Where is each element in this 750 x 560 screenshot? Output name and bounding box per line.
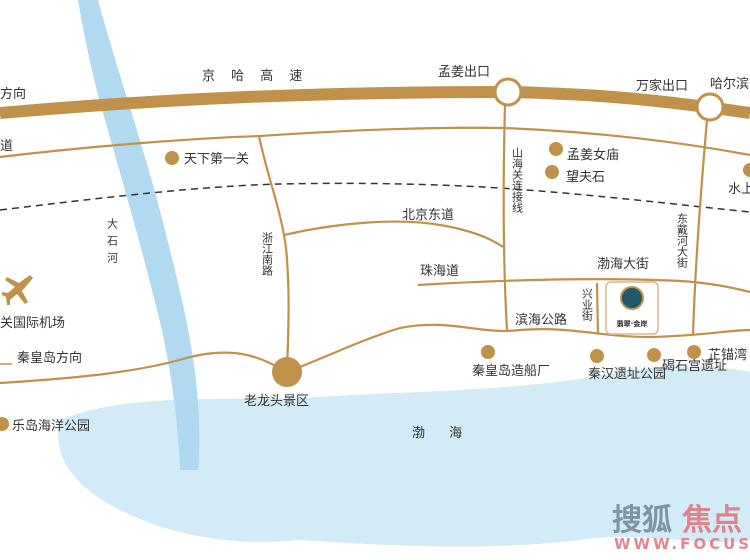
poi-dot-qinhan — [590, 349, 604, 363]
label-wangfushi: 望夫石 — [566, 169, 605, 185]
airplane-icon — [2, 275, 33, 305]
road-zhejiang-south — [257, 135, 290, 373]
road-dongdaihe — [691, 119, 709, 336]
label-shuishang: 水上 — [728, 182, 750, 197]
label-left-road: 道 — [0, 139, 13, 154]
label-beijing-east: 北京东道 — [402, 208, 454, 223]
road-zhuhai — [417, 278, 750, 294]
label-zhuhai: 珠海道 — [420, 264, 459, 279]
label-zhimao: 芷锚湾 — [708, 347, 747, 363]
dashi-river — [78, 0, 200, 470]
label-zhejiang-south: 浙江南路 — [261, 232, 274, 277]
label-mengjiangnv: 孟姜女庙 — [567, 147, 619, 163]
label-qinhan: 秦汉遗址公园 — [588, 367, 666, 382]
label-shanhaiguan-link: 山海关连接线 — [511, 147, 524, 213]
poi-dot-ledao — [0, 417, 9, 431]
label-sea: 渤 海 — [412, 425, 472, 441]
road-beijing-east — [283, 220, 504, 248]
label-bohai-ave: 渤海大街 — [597, 256, 649, 272]
roads — [0, 104, 750, 385]
label-binhai: 滨海公路 — [515, 312, 567, 328]
project-logo[interactable]: 翡翠·金岸 — [605, 281, 659, 335]
expressway-jingha — [0, 85, 750, 119]
label-jieshi: 碣石宫遗址 — [662, 359, 727, 374]
watermark-sohu: 搜狐 — [612, 503, 672, 538]
label-shipyard: 秦皇岛造船厂 — [472, 363, 550, 379]
poi-dot-mengjiangnv — [549, 142, 563, 156]
label-laolongtou: 老龙头景区 — [244, 394, 309, 409]
poi-dot-shuishang — [743, 163, 750, 177]
label-qhd-direction: 秦皇岛方向 — [17, 350, 82, 366]
label-expressway: 京 哈 高 速 — [202, 68, 308, 84]
poi-dot-zhimao — [687, 345, 701, 359]
label-exit-wanjia: 万家出口 — [636, 78, 688, 94]
svg-text:翡翠·金岸: 翡翠·金岸 — [617, 319, 648, 328]
label-exit-harbin: 哈尔滨 — [710, 76, 749, 92]
road-shanhaiguan-link — [502, 104, 509, 331]
label-ledao: 乐岛海洋公园 — [12, 418, 90, 434]
label-river: 大石河 — [106, 217, 119, 269]
watermark-url: WWW.FOCUS.C — [614, 535, 750, 553]
poi-dot-laolongtou — [272, 357, 302, 387]
road-xingye — [595, 282, 600, 335]
label-xingye: 兴业街 — [581, 288, 594, 322]
label-expressway-direction: 方向 — [0, 86, 26, 102]
label-exit-mengjiang: 孟姜出口 — [438, 65, 490, 80]
interchange-mengjiang[interactable] — [493, 77, 523, 107]
poi-dot-jieshi — [647, 348, 661, 362]
interchange-wanjia[interactable] — [695, 92, 725, 122]
poi-dot-wangfushi — [545, 165, 559, 179]
poi-dot-shipyard — [481, 345, 495, 359]
road-binhai — [0, 323, 750, 385]
watermark-focus: 焦点 — [682, 503, 742, 538]
road-north — [0, 126, 750, 159]
poi-dot-tianxia — [165, 151, 179, 165]
label-airport: 关国际机场 — [0, 316, 65, 331]
railway — [0, 182, 750, 213]
label-tianxia: 天下第一关 — [184, 152, 249, 167]
poi-markers — [0, 142, 750, 431]
label-dongdaihe: 东戴河大街 — [676, 213, 689, 269]
sea-area — [58, 366, 750, 547]
